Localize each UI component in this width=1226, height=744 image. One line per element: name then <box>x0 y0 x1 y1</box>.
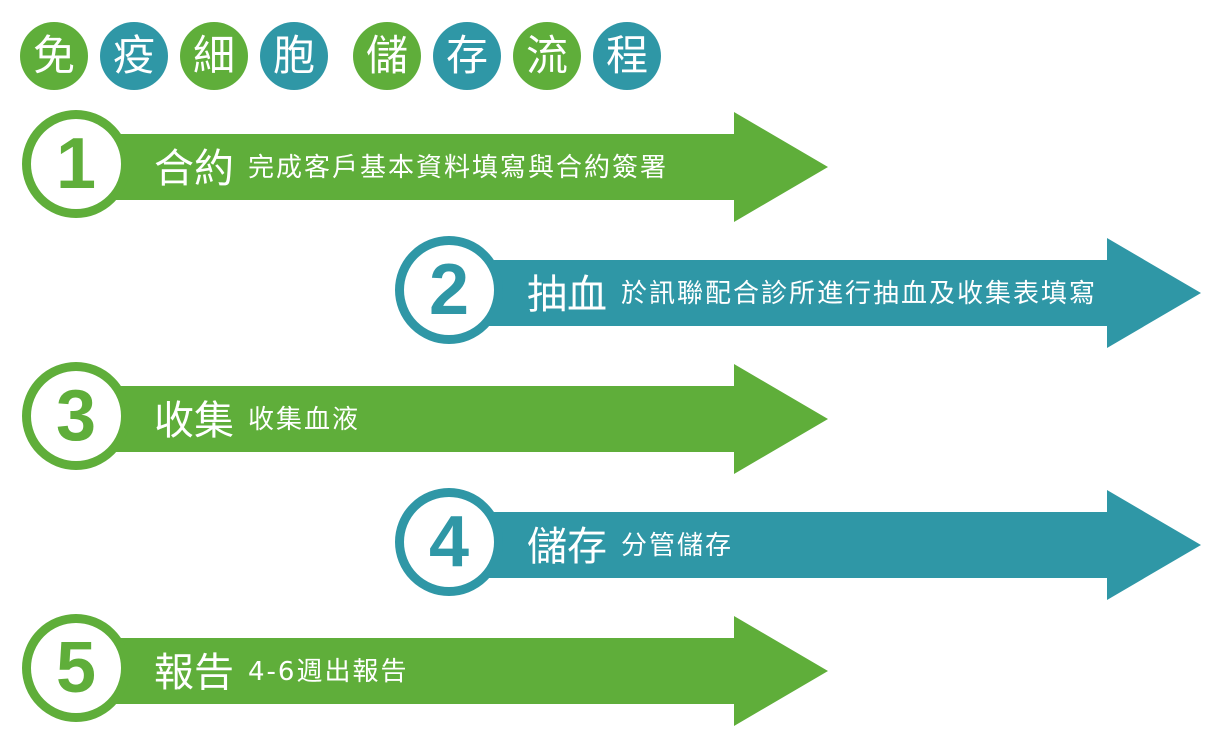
step-2-number: 2 <box>395 236 503 344</box>
step-2-title: 抽血 <box>527 272 607 318</box>
step-5-title: 報告 <box>154 650 234 696</box>
step-2: 2 抽血於訊聯配合診所進行抽血及收集表填寫 <box>395 236 1201 356</box>
step-1-desc: 完成客戶基本資料填寫與合約簽署 <box>248 152 669 183</box>
step-3-title: 收集 <box>154 398 234 444</box>
step-1-arrow <box>76 112 828 222</box>
step-5-number: 5 <box>22 614 130 722</box>
step-1-label: 合約完成客戶基本資料填寫與合約簽署 <box>154 136 668 194</box>
title-char: 程 <box>593 22 661 90</box>
step-1: 1 合約完成客戶基本資料填寫與合約簽署 <box>22 110 828 230</box>
step-3-label: 收集收集血液 <box>154 388 360 446</box>
title-char: 免 <box>20 22 88 90</box>
step-5-arrow <box>76 616 828 726</box>
step-1-title: 合約 <box>154 146 234 192</box>
step-2-desc: 於訊聯配合診所進行抽血及收集表填寫 <box>621 278 1098 309</box>
title-char: 流 <box>513 22 581 90</box>
step-2-arrow <box>449 238 1201 348</box>
step-4-label: 儲存分管儲存 <box>527 514 733 572</box>
step-3-desc: 收集血液 <box>248 404 361 435</box>
step-3: 3 收集收集血液 <box>22 362 828 482</box>
step-5-desc: 4-6週出報告 <box>248 656 409 687</box>
step-4: 4 儲存分管儲存 <box>395 488 1201 608</box>
step-4-title: 儲存 <box>527 524 607 570</box>
title-char: 存 <box>433 22 501 90</box>
title-char: 細 <box>180 22 248 90</box>
step-5-label: 報告 4-6週出報告 <box>154 640 408 698</box>
title-char: 胞 <box>260 22 328 90</box>
step-4-arrow <box>449 490 1201 600</box>
title-char: 疫 <box>100 22 168 90</box>
step-4-number: 4 <box>395 488 503 596</box>
step-4-desc: 分管儲存 <box>621 530 734 561</box>
step-1-number: 1 <box>22 110 130 218</box>
title-char: 儲 <box>353 22 421 90</box>
step-5: 5 報告 4-6週出報告 <box>22 614 828 734</box>
step-3-number: 3 <box>22 362 130 470</box>
step-2-label: 抽血於訊聯配合診所進行抽血及收集表填寫 <box>527 262 1097 320</box>
step-3-arrow <box>76 364 828 474</box>
